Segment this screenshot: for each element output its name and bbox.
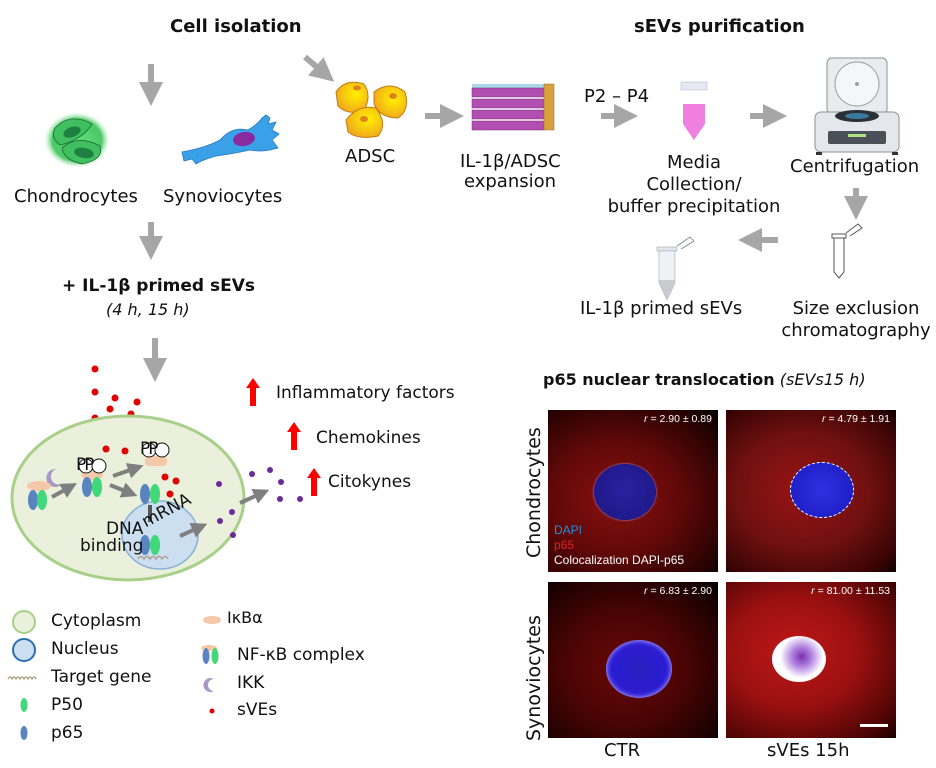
upregulation-arrows bbox=[246, 378, 321, 496]
flasks-icon bbox=[471, 83, 555, 131]
nfkb-complex-1 bbox=[27, 481, 51, 510]
micrograph-synov-ctr: r = 6.83 ± 2.90 bbox=[548, 582, 718, 738]
dna-binding-line1: DNA bbox=[105, 519, 144, 539]
primed-sevs-tube-icon bbox=[656, 236, 695, 301]
workflow-arrows bbox=[139, 54, 868, 382]
phospho-label-1: PP bbox=[76, 455, 94, 475]
column-label-sves: sVEs 15h bbox=[767, 740, 850, 761]
nfkb-free bbox=[140, 484, 160, 504]
dna-binding-label: DNA binding bbox=[80, 519, 144, 555]
r-value-number: 2.90 ± 0.89 bbox=[659, 413, 712, 425]
dna-binding-line2: binding bbox=[80, 536, 144, 556]
column-label-ctr: CTR bbox=[604, 740, 641, 761]
nucleus-dapi bbox=[790, 462, 854, 518]
chondrocytes-icon bbox=[44, 112, 110, 168]
p65-heading: p65 nuclear translocation (sEVs15 h) bbox=[543, 370, 866, 389]
r-value: r = 4.79 ± 1.91 bbox=[822, 413, 890, 425]
scale-bar bbox=[860, 724, 888, 727]
media-label-line3: buffer precipitation bbox=[607, 196, 781, 217]
sec-tube-icon bbox=[831, 223, 863, 279]
channel-legend: DAPI p65 Colocalization DAPI-p65 bbox=[554, 523, 684, 568]
expansion-label: IL-1β/ADSC expansion bbox=[460, 151, 561, 192]
nucleus-dapi bbox=[606, 640, 672, 698]
legend-symbols bbox=[7, 610, 221, 740]
adsc-label: ADSC bbox=[345, 146, 396, 167]
sec-label-line2: chromatography bbox=[781, 320, 931, 341]
legend-p50: P50 bbox=[51, 695, 83, 715]
nucleus-colocalized bbox=[772, 636, 826, 682]
sec-label-line1: Size exclusion bbox=[792, 298, 920, 319]
nucleus-dapi bbox=[594, 464, 656, 520]
media-label-line2: Collection/ bbox=[646, 174, 742, 195]
legend-p65: p65 bbox=[51, 723, 84, 743]
micrograph-synov-sves: r = 81.00 ± 11.53 bbox=[726, 582, 896, 738]
r-value-number: 6.83 ± 2.90 bbox=[659, 585, 712, 597]
ikba-phospho bbox=[141, 442, 170, 466]
legend-nfkb-complex: NF-κB complex bbox=[237, 645, 365, 665]
legend-target-gene: Target gene bbox=[51, 667, 152, 687]
falcon-tube-icon bbox=[680, 81, 708, 140]
outcome-citokynes: Citokynes bbox=[328, 472, 412, 492]
r-value: r = 81.00 ± 11.53 bbox=[811, 585, 890, 597]
adsc-icon bbox=[335, 81, 407, 138]
p65-heading-title: p65 nuclear translocation bbox=[543, 370, 775, 389]
r-value-number: 4.79 ± 1.91 bbox=[837, 413, 890, 425]
row-label-synoviocytes: Synoviocytes bbox=[523, 615, 545, 741]
primed-sevs-label: IL-1β primed sEVs bbox=[580, 298, 743, 319]
treatment-times: (4 h, 15 h) bbox=[106, 300, 190, 319]
r-symbol: r bbox=[811, 585, 815, 597]
legend-sves: sVEs bbox=[237, 700, 278, 720]
sevs-purification-heading: sEVs purification bbox=[634, 16, 805, 37]
legend-ikk: IKK bbox=[237, 673, 265, 693]
r-value-number: 81.00 ± 11.53 bbox=[826, 585, 890, 597]
ikk-shape bbox=[46, 468, 62, 487]
p65-heading-subtitle: (sEVs15 h) bbox=[779, 370, 866, 389]
outcome-inflammatory-factors: Inflammatory factors bbox=[276, 383, 455, 403]
synoviocytes-label: Synoviocytes bbox=[163, 186, 283, 207]
r-symbol: r bbox=[644, 585, 648, 597]
outcome-chemokines: Chemokines bbox=[316, 428, 421, 448]
media-label-line1: Media bbox=[666, 152, 722, 173]
micrograph-chondro-ctr: r = 2.90 ± 0.89 DAPI p65 Colocalization … bbox=[548, 410, 718, 572]
chondrocytes-label: Chondrocytes bbox=[14, 186, 138, 207]
row-label-chondrocytes: Chondrocytes bbox=[523, 427, 545, 558]
channel-dapi: DAPI bbox=[554, 523, 583, 537]
phospho-label-2: PP bbox=[140, 439, 158, 459]
nfkb-dna-bound bbox=[137, 535, 169, 561]
r-symbol: r bbox=[822, 413, 826, 425]
legend-nucleus: Nucleus bbox=[51, 639, 119, 659]
r-value: r = 2.90 ± 0.89 bbox=[644, 413, 712, 425]
arrow-diag-adsc bbox=[303, 54, 335, 82]
r-symbol: r bbox=[644, 413, 648, 425]
treatment-heading: + IL-1β primed sEVs bbox=[62, 276, 256, 296]
media-collection-label: Media Collection/ buffer precipitation bbox=[604, 152, 784, 218]
micrograph-chondro-sves: r = 4.79 ± 1.91 bbox=[726, 410, 896, 572]
channel-coloc: Colocalization DAPI-p65 bbox=[554, 553, 685, 567]
channel-p65: p65 bbox=[554, 538, 575, 552]
internal-sev-dots bbox=[102, 445, 180, 498]
centrifuge-icon bbox=[814, 57, 900, 155]
r-value: r = 6.83 ± 2.90 bbox=[644, 585, 712, 597]
cytokine-dots bbox=[216, 467, 303, 538]
expansion-label-line1: IL-1β/ADSC bbox=[460, 151, 561, 172]
expansion-label-line2: expansion bbox=[463, 171, 557, 192]
passage-label: P2 – P4 bbox=[584, 86, 650, 107]
centrifugation-label: Centrifugation bbox=[790, 156, 920, 177]
sec-label: Size exclusion chromatography bbox=[776, 298, 936, 342]
nfkb-complex-phospho bbox=[78, 458, 107, 497]
legend-ikba: IκBα bbox=[227, 608, 263, 627]
synoviocytes-icon bbox=[181, 114, 280, 165]
legend-cytoplasm: Cytoplasm bbox=[51, 611, 142, 631]
cell-isolation-heading: Cell isolation bbox=[170, 16, 302, 37]
